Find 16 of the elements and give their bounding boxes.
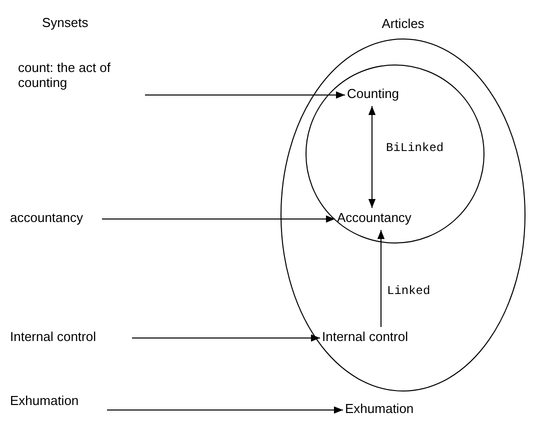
node-label: Internal control [322, 329, 409, 344]
node-label: Accountancy [337, 210, 412, 225]
arrow [144, 91, 346, 99]
arrow [377, 230, 385, 328]
arrow [132, 334, 320, 342]
node-label: count: the act of counting [18, 60, 112, 90]
arrow [368, 106, 376, 208]
node-label: Internal control [10, 329, 97, 344]
node-label: Counting [347, 86, 400, 101]
node-label: Exhumation [345, 401, 415, 416]
group-heading: Articles [380, 16, 426, 31]
arrow [106, 406, 344, 414]
node-label: Exhumation [10, 393, 80, 408]
column-heading: Synsets [42, 15, 88, 30]
arrow [102, 215, 336, 223]
node-label: accountancy [10, 210, 84, 225]
